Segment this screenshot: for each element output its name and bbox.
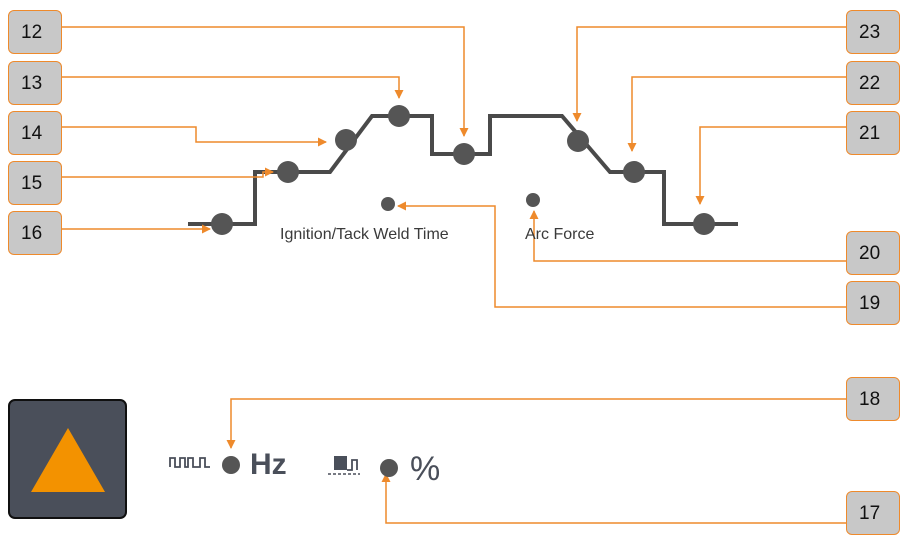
callout-14: 14	[8, 111, 62, 155]
callout-13: 13	[8, 61, 62, 105]
led-18-frequency	[222, 456, 240, 474]
led-12-secondary-current	[453, 143, 475, 165]
led-22-end-current	[623, 161, 645, 183]
leader-line-20	[529, 210, 846, 262]
pulse-waveform-icon	[169, 457, 210, 468]
callout-16: 16	[8, 211, 62, 255]
callout-21: 21	[846, 111, 900, 155]
hz-unit-label: Hz	[250, 448, 287, 481]
callout-20: 20	[846, 231, 900, 275]
warning-triangle-icon	[31, 428, 105, 492]
callout-23: 23	[846, 10, 900, 54]
led-19-ignition-time	[381, 197, 395, 211]
callout-22: 22	[846, 61, 900, 105]
led-13-main-current	[388, 105, 410, 127]
callout-12: 12	[8, 10, 62, 54]
led-23-downslope	[567, 130, 589, 152]
leader-line-13	[62, 76, 404, 99]
arc-force-label: Arc Force	[525, 226, 595, 243]
leader-line-17	[381, 473, 846, 524]
percent-unit-label: %	[410, 450, 441, 488]
leader-line-14	[62, 126, 327, 147]
callout-19: 19	[846, 281, 900, 325]
leader-line-12	[62, 26, 469, 137]
led-14-upslope	[335, 129, 357, 151]
led-15-start-time	[277, 161, 299, 183]
triangle-button[interactable]	[8, 399, 127, 519]
callout-18: 18	[846, 377, 900, 421]
leader-line-15	[62, 167, 274, 178]
leader-line-18	[226, 398, 846, 449]
duty-cycle-icon	[328, 456, 360, 475]
led-17-duty-cycle	[380, 459, 398, 477]
callout-15: 15	[8, 161, 62, 205]
led-21-post-gas	[693, 213, 715, 235]
ignition-tack-weld-time-label: Ignition/Tack Weld Time	[280, 226, 449, 243]
welding-process-curve	[188, 114, 738, 226]
leader-line-22	[627, 76, 846, 152]
leader-line-19	[397, 201, 846, 308]
led-20-arc-force	[526, 193, 540, 207]
leader-line-23	[572, 26, 846, 122]
led-16-start-current	[211, 213, 233, 235]
callout-17: 17	[846, 491, 900, 535]
leader-line-21	[695, 126, 846, 205]
